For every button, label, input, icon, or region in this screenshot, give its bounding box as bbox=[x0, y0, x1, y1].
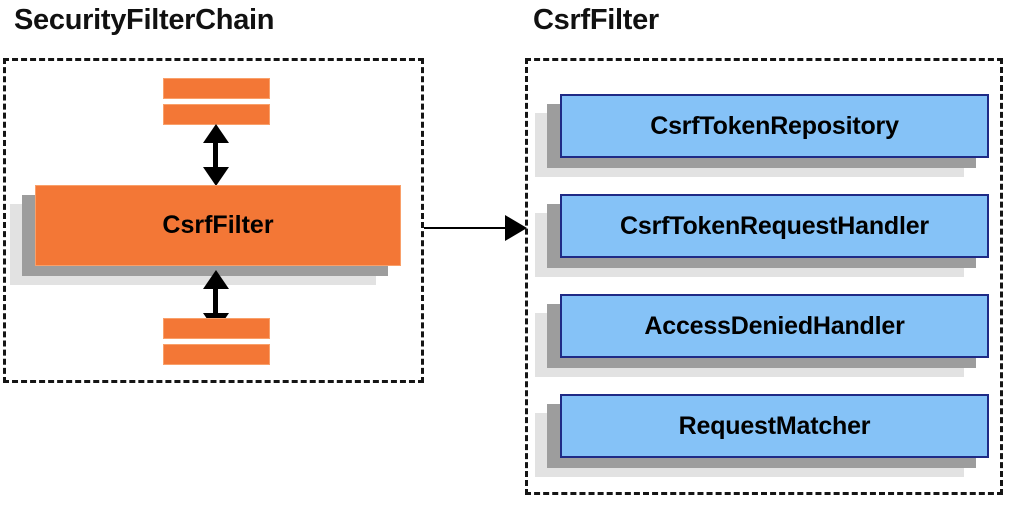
arrow-shaft-top bbox=[213, 136, 218, 172]
cross-panel-arrow-head bbox=[505, 215, 527, 241]
arrow-up-head-top bbox=[203, 124, 229, 143]
filter-slab-below-2 bbox=[163, 344, 270, 365]
filter-slab-above-2 bbox=[163, 104, 270, 125]
component-box-access-denied-handler[interactable]: AccessDeniedHandler bbox=[535, 294, 989, 377]
right-panel-title: CsrfFilter bbox=[533, 4, 659, 36]
component-box-csrf-token-repository[interactable]: CsrfTokenRepository bbox=[535, 94, 989, 177]
csrf-filter-label: CsrfFilter bbox=[35, 185, 401, 266]
csrf-filter-box[interactable]: CsrfFilter bbox=[10, 185, 401, 285]
component-box-csrf-token-request-handler[interactable]: CsrfTokenRequestHandler bbox=[535, 194, 989, 277]
arrow-up-head-bottom bbox=[203, 270, 229, 289]
arrow-shaft-bottom bbox=[213, 282, 218, 318]
security-filter-chain-panel bbox=[3, 58, 424, 383]
component-box-request-matcher[interactable]: RequestMatcher bbox=[535, 394, 989, 477]
cross-panel-arrow-shaft bbox=[424, 227, 507, 229]
component-label: CsrfTokenRepository bbox=[560, 94, 989, 158]
component-label: AccessDeniedHandler bbox=[560, 294, 989, 358]
filter-slab-below-1 bbox=[163, 318, 270, 339]
component-label: CsrfTokenRequestHandler bbox=[560, 194, 989, 258]
csrf-filter-detail-panel bbox=[525, 58, 1003, 495]
component-label: RequestMatcher bbox=[560, 394, 989, 458]
left-panel-title: SecurityFilterChain bbox=[14, 4, 275, 36]
arrow-down-head-top bbox=[203, 167, 229, 186]
filter-slab-above-1 bbox=[163, 78, 270, 99]
